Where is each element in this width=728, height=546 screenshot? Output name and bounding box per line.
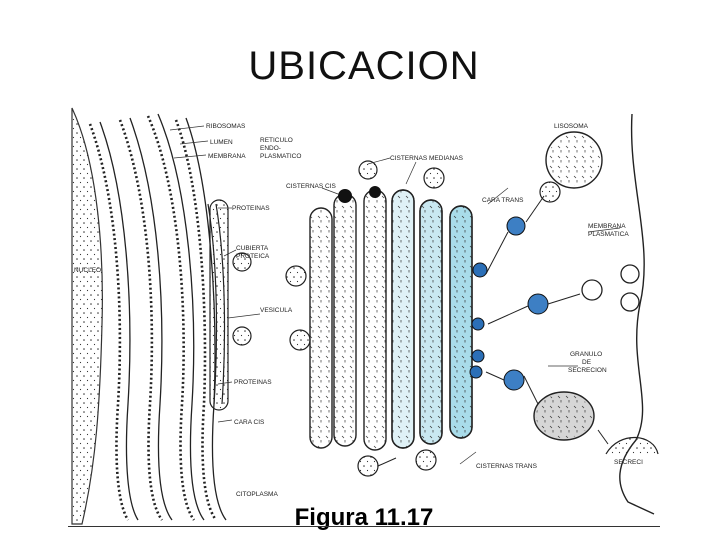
flow-arrows [377,195,609,467]
vesicle [289,329,311,351]
vesicle [232,252,252,272]
trans-cisterna-texture [449,205,473,439]
label-vesicula: VESICULA [260,307,293,314]
cis-caps [338,186,381,203]
membrane-vesicles [581,264,640,312]
rough-er [88,113,227,521]
golgi-vesicles [357,160,445,477]
plasma-membrane [619,113,655,515]
er-vesicles [232,252,311,351]
transitional-er [207,199,229,411]
label-membrana-plasmatica-2: PLASMATICA [588,231,629,238]
blue-vesicles [503,216,549,391]
vesicle [285,265,307,287]
label-cubierta-2: PROTEICA [236,253,270,260]
label-ribosomas: RIBOSOMAS [206,123,246,130]
label-cara-cis: CARA CIS [234,419,265,426]
label-reticulo-2: ENDO- [260,145,281,152]
medial-cisterna-3-texture [419,199,443,445]
label-cubierta-1: CUBIERTA [236,245,269,252]
trans-buds [469,262,488,379]
label-granulo-2: DE [582,359,592,366]
label-reticulo-3: PLASMATICO [260,153,301,160]
label-reticulo-1: RETICULO [260,137,293,144]
label-lumen: LUMEN [210,139,233,146]
golgi-diagram: RIBOSOMAS LUMEN MEMBRANA RETICULO ENDO- … [68,104,660,526]
label-lisosoma: LISOSOMA [554,123,589,130]
label-secrecion: SECRECI [614,459,643,466]
label-proteinas-top: PROTEINAS [232,205,270,212]
label-membrana: MEMBRANA [208,153,246,160]
label-cisternas-trans: CISTERNAS TRANS [476,463,538,470]
nucleus [71,107,103,525]
lysosome [539,131,603,203]
label-cisternas-medianas: CISTERNAS MEDIANAS [390,155,464,162]
diagram-labels: RIBOSOMAS LUMEN MEMBRANA RETICULO ENDO- … [74,123,643,498]
vesicle [232,326,252,346]
label-cara-trans: CARA TRANS [482,197,524,204]
golgi-diagram-svg: RIBOSOMAS LUMEN MEMBRANA RETICULO ENDO- … [71,107,659,525]
medial-cisterna-1 [363,189,387,451]
figure-caption: Figura 11.17 [294,504,434,531]
caption-divider [68,526,660,527]
label-proteinas-bottom: PROTEINAS [234,379,272,386]
slide-title: UBICACION [248,44,480,88]
secretory-granule [533,391,595,441]
cis-cisterna-2 [333,193,357,447]
golgi-cisternae [309,189,473,451]
label-citoplasma: CITOPLASMA [236,491,278,498]
label-nucleo: NUCLEO [74,267,101,274]
leader-lines [169,125,621,465]
medial-cisterna-2-texture [391,189,415,449]
label-granulo-3: SECRECION [568,367,607,374]
secretion-release [605,436,659,455]
label-granulo-1: GRANULO [570,351,602,358]
cis-cisterna-1 [309,207,333,449]
label-cisternas-cis: CISTERNAS CIS [286,183,337,190]
label-membrana-plasmatica-1: MEMBRANA [588,223,626,230]
